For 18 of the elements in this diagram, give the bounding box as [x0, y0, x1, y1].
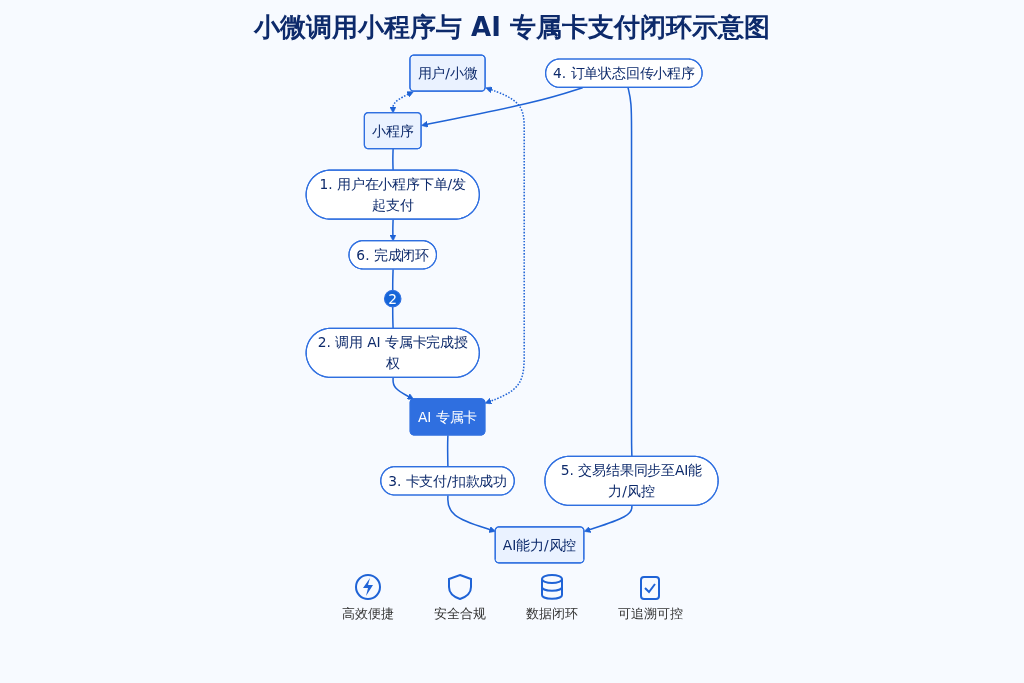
connector — [627, 86, 633, 458]
arrow — [583, 505, 633, 533]
feature-label: 安全合规 — [433, 605, 486, 623]
connector — [391, 148, 394, 172]
arrow — [446, 494, 496, 533]
arrow — [389, 91, 414, 114]
diagram-title: 小微调用小程序与 AI 专属卡支付闭环示意图 — [254, 11, 770, 44]
connector — [446, 434, 449, 468]
node-circle: 2 — [383, 289, 402, 308]
feature-label: 可追溯可控 — [617, 605, 683, 623]
connector — [391, 306, 394, 330]
feature-label: 数据闭环 — [525, 605, 578, 623]
arrow — [421, 86, 584, 128]
feature-label: 高效便捷 — [341, 605, 394, 623]
arrow — [389, 218, 397, 242]
arrow — [392, 377, 414, 400]
arrow — [484, 86, 525, 405]
connector — [391, 268, 394, 292]
